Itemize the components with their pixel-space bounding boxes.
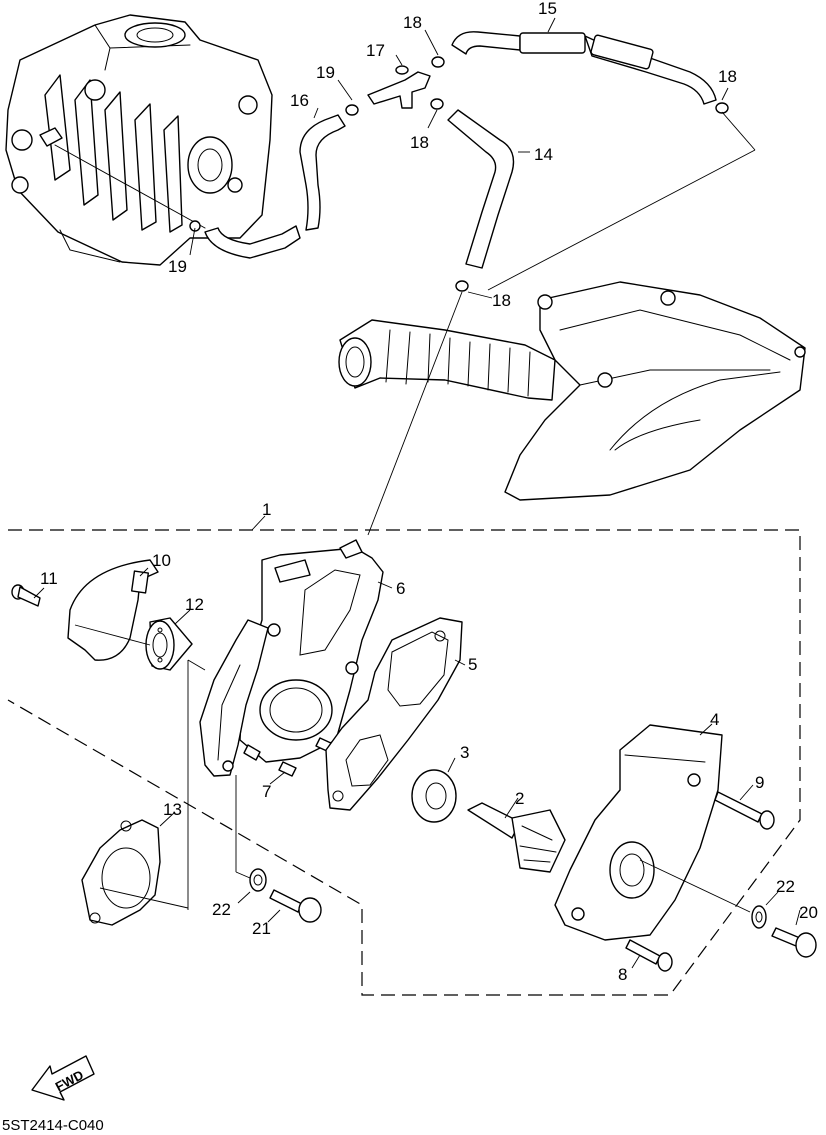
hose-16 bbox=[299, 114, 346, 231]
callout-11: 11 bbox=[40, 569, 58, 588]
washer-22-left bbox=[249, 868, 267, 892]
air-filter-case bbox=[504, 281, 806, 501]
callout-18-a: 18 bbox=[403, 13, 422, 32]
callout-14: 14 bbox=[534, 145, 553, 164]
callout-4: 4 bbox=[710, 710, 719, 729]
callout-18-d: 18 bbox=[492, 291, 511, 310]
dowel-pins-7 bbox=[243, 737, 334, 777]
callout-7: 7 bbox=[262, 782, 271, 801]
callout-6: 6 bbox=[396, 579, 405, 598]
joint-17 bbox=[367, 65, 431, 109]
bolt-8 bbox=[625, 939, 673, 972]
callout-8: 8 bbox=[618, 965, 627, 984]
pump-cover-left bbox=[199, 619, 269, 777]
callout-3: 3 bbox=[460, 743, 469, 762]
gasket-5 bbox=[325, 617, 463, 811]
callout-21: 21 bbox=[252, 919, 271, 938]
bolt-11 bbox=[11, 584, 41, 607]
bearing-12 bbox=[145, 617, 193, 671]
callout-9: 9 bbox=[755, 773, 764, 792]
engine-cylinder-block bbox=[5, 14, 273, 266]
leader-lines bbox=[33, 17, 801, 969]
hose-clamps bbox=[189, 56, 729, 292]
callout-12: 12 bbox=[185, 595, 204, 614]
callout-10: 10 bbox=[152, 551, 171, 570]
hose-15 bbox=[451, 31, 717, 105]
callout-15: 15 bbox=[538, 0, 557, 18]
pump-housing-6 bbox=[239, 539, 384, 763]
oil-seal-3 bbox=[411, 769, 457, 823]
callout-18-c: 18 bbox=[718, 67, 737, 86]
callout-20: 20 bbox=[799, 903, 818, 922]
intake-joint bbox=[338, 319, 556, 401]
hose-19-lower bbox=[204, 225, 301, 259]
bolt-9 bbox=[714, 791, 775, 830]
bolt-21 bbox=[269, 889, 322, 923]
impeller-shaft-2 bbox=[467, 802, 566, 873]
gasket-13 bbox=[81, 819, 161, 926]
callout-1: 1 bbox=[262, 500, 271, 519]
callout-16: 16 bbox=[290, 91, 309, 110]
callout-19-a: 19 bbox=[316, 63, 335, 82]
forward-direction-arrow: FWD bbox=[31, 1055, 95, 1101]
callout-2: 2 bbox=[515, 789, 524, 808]
callout-5: 5 bbox=[468, 655, 477, 674]
pump-cover-4 bbox=[554, 724, 723, 941]
callout-19-b: 19 bbox=[168, 257, 187, 276]
callout-22-a: 22 bbox=[212, 900, 231, 919]
callout-17: 17 bbox=[366, 41, 385, 60]
figure-code: 5ST2414-C040 bbox=[2, 1117, 104, 1134]
hose-14 bbox=[447, 109, 515, 269]
bolt-20 bbox=[771, 927, 817, 958]
callout-18-b: 18 bbox=[410, 133, 429, 152]
callout-22-b: 22 bbox=[776, 877, 795, 896]
washer-22-right bbox=[751, 905, 767, 929]
callout-labels: 1 2 3 4 5 6 7 8 9 10 11 12 13 14 15 16 1… bbox=[40, 0, 818, 984]
impeller-plate-10 bbox=[67, 559, 159, 661]
callout-13: 13 bbox=[163, 800, 182, 819]
